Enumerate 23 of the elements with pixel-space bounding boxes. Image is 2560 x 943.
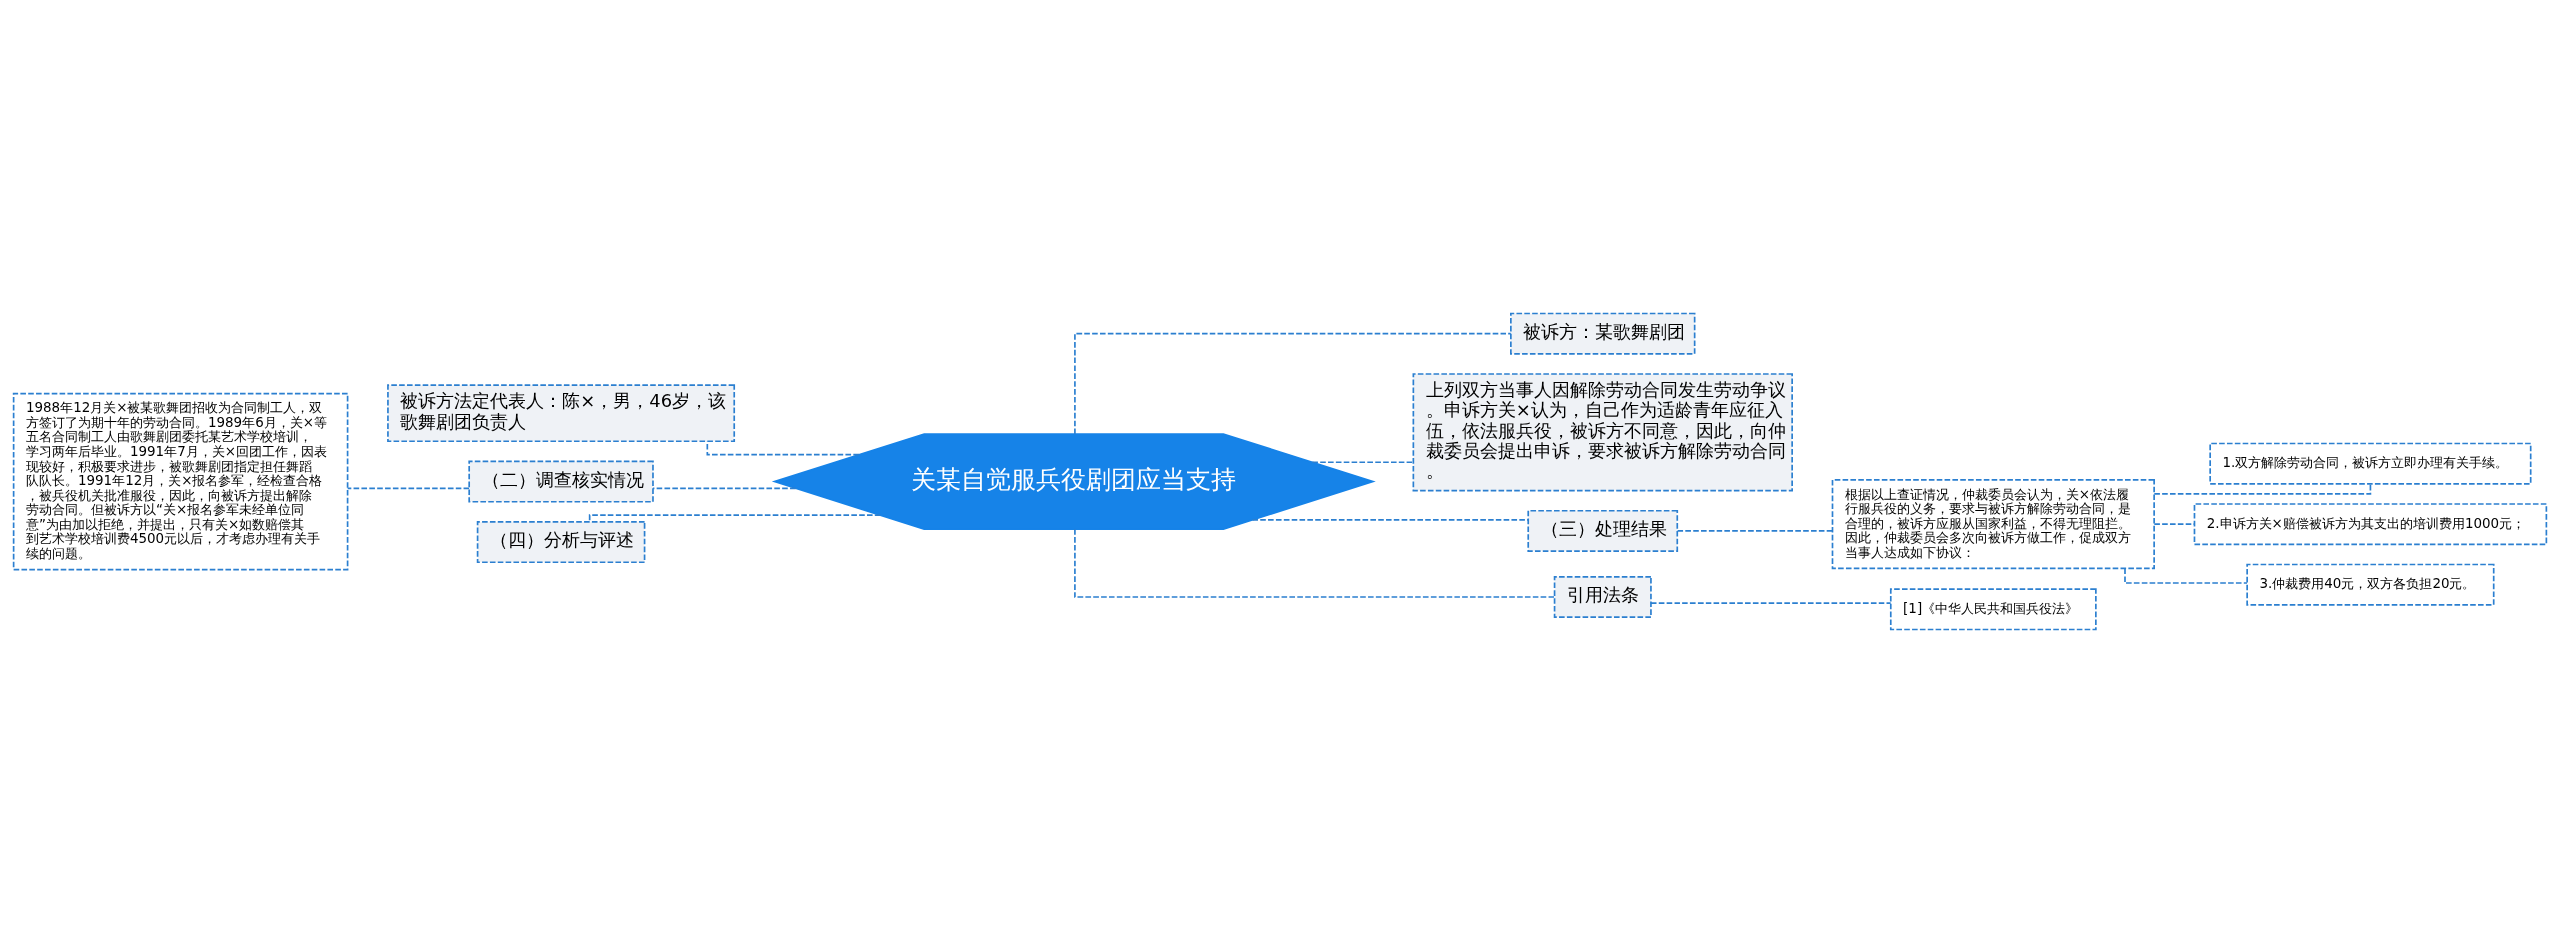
node-box: [1]《中华人民共和国兵役法》 <box>1889 588 2097 631</box>
connector <box>652 487 797 490</box>
node-box: （四）分析与评述 <box>476 521 646 564</box>
node-box: 根据以上查证情况，仲裁委员会认为，关×依法履行服兵役的义务，要求与被诉方解除劳动合同，是合理的，被诉方应服从国家利益，不得无理阻拦。因此，仲裁委员会多次向被诉方做工作，促成双方当事人达成如下协议： <box>1831 479 2155 570</box>
connector <box>1311 461 1415 464</box>
node-box: 2.申诉方关×赔偿被诉方为其支出的培训费用1000元； <box>2193 503 2548 546</box>
connector <box>1650 602 1892 604</box>
node-box: 1.双方解除劳动合同，被诉方立即办理有关手续。 <box>2209 442 2532 485</box>
node-box: 上列双方当事人因解除劳动合同发生劳动争议。申诉方关×认为，自己作为适龄青年应征入伍，依法服兵役，被诉方不同意，因此，向仲裁委员会提出申诉，要求被诉方解除劳动合同。 <box>1412 373 1793 492</box>
connector <box>346 487 470 490</box>
node-box: （三）处理结果 <box>1527 509 1679 552</box>
node-box: 被诉方法定代表人：陈×，男，46岁，该歌舞剧团负责人 <box>387 384 736 443</box>
connector <box>2124 567 2248 584</box>
node-box: 3.仲裁费用40元，双方各负担20元。 <box>2246 563 2495 606</box>
connector <box>1251 519 1529 521</box>
connector <box>1074 528 1556 598</box>
node-box: 被诉方：某歌舞剧团 <box>1510 312 1696 355</box>
connector <box>1676 530 1834 532</box>
connector <box>1074 332 1512 435</box>
node-box: （二）调查核实情况 <box>468 460 654 503</box>
node-box: 引用法条 <box>1553 576 1652 619</box>
connector <box>588 514 882 523</box>
node-box: 1988年12月关×被某歌舞团招收为合同制工人，双方签订了为期十年的劳动合同。1989年6月，关×等五名合同制工人由歌舞剧团委托某艺术学校培训，学习两年后毕业。1991年7月，关×回团工作，因表现较好，积极要求进步，被歌舞剧团指定担任舞蹈队队长。1991年12月，关×报名参军，经检查合格，被兵役机关批准服役，因此，向被诉方提出解除劳动合同。但被诉方以“关×报名参军未经单位同意”为由加以拒绝，并提出，只有关×如数赔偿其到艺术学校培训费4500元以后，才考虑办理有关手续的问题。 <box>12 392 349 571</box>
